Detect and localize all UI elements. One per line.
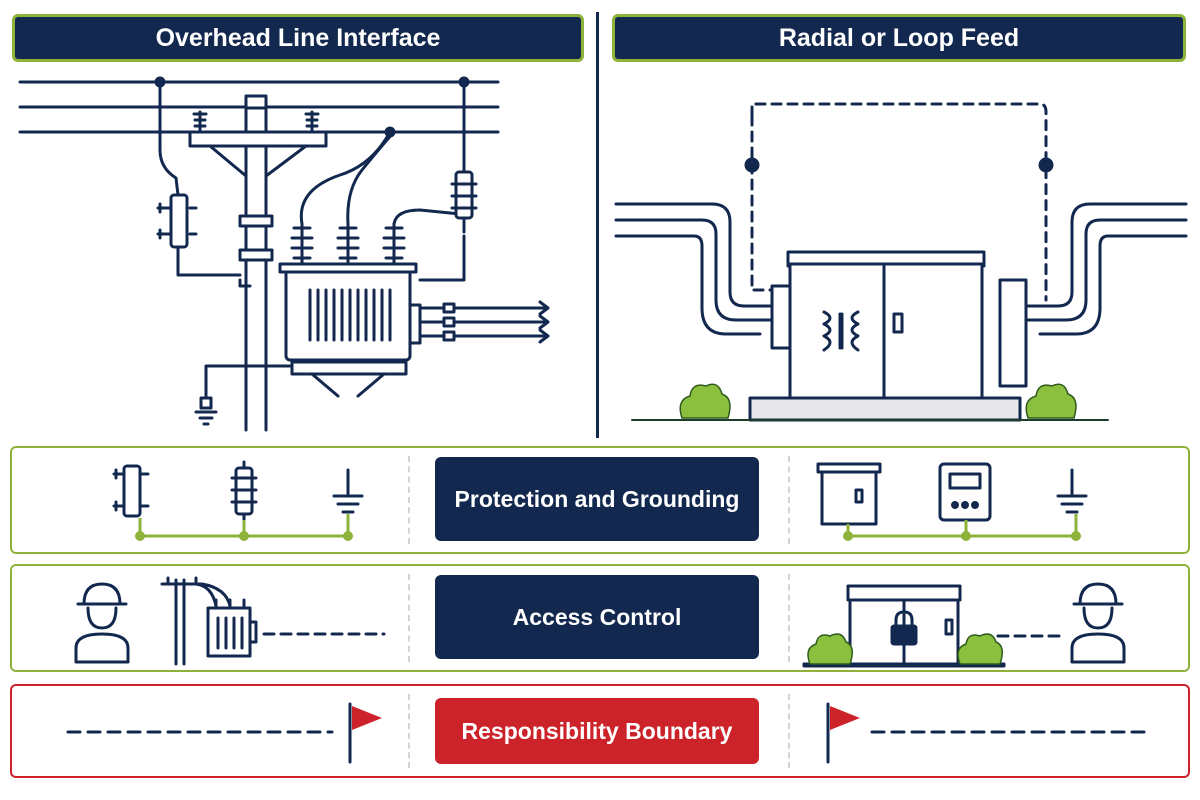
label-responsibility-boundary: Responsibility Boundary [435,698,759,764]
underground-cable-left [614,202,784,336]
red-flag-icon [352,706,382,730]
row-separator [408,574,410,662]
loop-node [744,157,760,173]
transformer-symbol-icon [822,310,832,352]
boundary-icons [66,702,1154,764]
bushing-icon [336,222,360,266]
enclosure-box-icon [816,462,882,526]
row-separator [408,456,410,544]
pin-insulator-icon [192,110,208,134]
padlock-icon [890,610,918,646]
pad-mounted-transformer-illustration [614,102,1188,422]
utility-pole [244,98,268,432]
meter-panel-icon [938,462,992,522]
fuse-cutout-icon [156,193,198,249]
row-protection-and-grounding: Protection and Grounding [10,446,1190,554]
shrub-icon [679,383,731,419]
pole-transformer [278,262,422,398]
panel-divider [596,12,599,438]
shrub-icon [807,633,853,665]
ground-icon [1056,468,1088,514]
overhead-pole-transformer-illustration [18,76,550,432]
bushing-icon [382,222,406,266]
loop-feed-dashed-path [750,102,1048,302]
underground-cable-right [1012,202,1188,336]
protection-icons [112,460,1088,541]
loop-node [1038,157,1054,173]
worker-hardhat-icon [74,582,130,664]
surge-arrester-icon [450,170,478,220]
label-protection-and-grounding: Protection and Grounding [435,457,759,541]
bushing-icon [290,222,314,266]
header-overhead-line-interface: Overhead Line Interface [12,14,584,62]
surge-arrester-icon [230,460,258,522]
pad-mounted-transformer [748,250,1028,422]
row-separator [788,456,790,544]
access-control-icons [74,576,1126,668]
secondary-output-arrows [418,300,550,344]
row-responsibility-boundary: Responsibility Boundary [10,684,1190,778]
label-access-control: Access Control [435,575,759,659]
ground-icon [194,396,218,426]
worker-hardhat-icon [1070,582,1126,664]
crossarm [188,130,328,148]
pin-insulator-icon [304,110,320,134]
pole-transformer-icon [160,576,258,666]
row-separator [788,574,790,662]
red-flag-icon [830,706,860,730]
shrub-icon [1025,383,1077,419]
fuse-cutout-icon [112,464,150,518]
row-access-control: Access Control [10,564,1190,672]
row-separator [788,694,790,768]
header-radial-loop-feed: Radial or Loop Feed [612,14,1186,62]
shrub-icon [957,633,1003,665]
ground-icon [332,468,364,514]
row-separator [408,694,410,768]
